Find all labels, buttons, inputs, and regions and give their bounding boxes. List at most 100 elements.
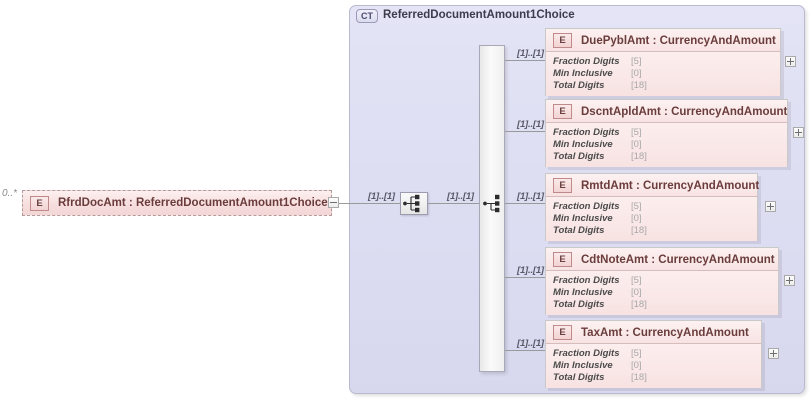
facet-value: [0] — [631, 213, 642, 224]
facet-label: Fraction Digits — [553, 127, 620, 138]
complextype-badge-icon: CT — [356, 9, 378, 23]
minus-icon — [330, 202, 337, 203]
connector-choice-to-child-4 — [505, 277, 545, 278]
element-title: TaxAmt : CurrencyAndAmount — [581, 326, 749, 339]
facet-value: [0] — [631, 139, 642, 150]
facet-label: Fraction Digits — [553, 275, 620, 286]
element-facets: Fraction Digits [5] Min Inclusive [0] To… — [546, 344, 761, 388]
facet-row: Total Digits [18] — [553, 225, 757, 236]
connector-sequence-to-choice — [428, 203, 486, 204]
root-occurrence-label: 0..* — [2, 188, 18, 199]
connector-choice-to-child-3 — [505, 203, 545, 204]
facet-label: Total Digits — [553, 372, 605, 383]
facet-label: Total Digits — [553, 151, 605, 162]
element-badge-icon: E — [553, 33, 572, 48]
complextype-title: ReferredDocumentAmount1Choice — [383, 9, 575, 21]
element-header: E RmtdAmt : CurrencyAndAmount — [546, 174, 760, 197]
facet-value: [18] — [631, 372, 647, 383]
facet-label: Fraction Digits — [553, 56, 620, 67]
facet-row: Fraction Digits [5] — [553, 275, 778, 286]
facet-row: Min Inclusive [0] — [553, 287, 778, 298]
element-facets: Fraction Digits [5] Min Inclusive [0] To… — [546, 197, 757, 241]
element-badge-icon: E — [30, 195, 49, 211]
facet-label: Total Digits — [553, 80, 605, 91]
expand-button-taxamt[interactable] — [768, 348, 779, 359]
facet-row: Fraction Digits [5] — [553, 201, 757, 212]
facet-value: [5] — [631, 201, 642, 212]
facet-label: Total Digits — [553, 225, 605, 236]
cardinality-root-to-sequence: [1]..[1] — [368, 191, 395, 202]
root-collapse-button[interactable] — [328, 197, 339, 208]
facet-row: Min Inclusive [0] — [553, 139, 787, 150]
element-facets: Fraction Digits [5] Min Inclusive [0] To… — [546, 271, 778, 315]
choice-glyph-icon — [483, 194, 500, 213]
facet-value: [5] — [631, 348, 642, 359]
facet-row: Min Inclusive [0] — [553, 360, 761, 371]
cardinality-child-3: [1]..[1] — [517, 191, 544, 202]
plus-icon — [789, 277, 790, 284]
element-box-taxamt[interactable]: E TaxAmt : CurrencyAndAmount Fraction Di… — [545, 320, 762, 388]
facet-label: Total Digits — [553, 299, 605, 310]
element-box-dscntapldamt[interactable]: E DscntApldAmt : CurrencyAndAmount Fract… — [545, 99, 788, 167]
root-element-label: RfrdDocAmt : ReferredDocumentAmount1Choi… — [58, 197, 328, 209]
facet-value: [18] — [631, 299, 647, 310]
facet-value: [0] — [631, 68, 642, 79]
facet-row: Total Digits [18] — [553, 151, 787, 162]
facet-row: Min Inclusive [0] — [553, 213, 757, 224]
facet-value: [5] — [631, 127, 642, 138]
expand-button-cdtnoteamt[interactable] — [784, 275, 795, 286]
facet-label: Min Inclusive — [553, 287, 613, 298]
choice-compositor-bar[interactable] — [479, 45, 505, 372]
element-title: DscntApldAmt : CurrencyAndAmount — [581, 105, 788, 118]
element-header: E DscntApldAmt : CurrencyAndAmount — [546, 100, 787, 123]
element-badge-icon: E — [553, 104, 572, 119]
cardinality-child-4: [1]..[1] — [517, 265, 544, 276]
sequence-glyph-icon — [403, 194, 420, 213]
cardinality-child-1: [1]..[1] — [517, 48, 544, 59]
facet-label: Min Inclusive — [553, 139, 613, 150]
plus-icon — [773, 350, 774, 357]
element-header: E DuePyblAmt : CurrencyAndAmount — [546, 29, 780, 52]
facet-value: [0] — [631, 287, 642, 298]
expand-button-rmtdamt[interactable] — [765, 201, 776, 212]
connector-root-to-sequence — [339, 203, 400, 204]
facet-row: Total Digits [18] — [553, 299, 778, 310]
plus-icon — [798, 129, 799, 136]
cardinality-child-2: [1]..[1] — [517, 119, 544, 130]
facet-label: Min Inclusive — [553, 68, 613, 79]
facet-value: [5] — [631, 56, 642, 67]
element-box-cdtnoteamt[interactable]: E CdtNoteAmt : CurrencyAndAmount Fractio… — [545, 247, 779, 315]
plus-icon — [770, 203, 771, 210]
element-title: CdtNoteAmt : CurrencyAndAmount — [581, 253, 775, 266]
expand-button-dscntapldamt[interactable] — [793, 127, 804, 138]
root-element-box[interactable]: E RfrdDocAmt : ReferredDocumentAmount1Ch… — [22, 190, 332, 216]
facet-value: [18] — [631, 151, 647, 162]
element-facets: Fraction Digits [5] Min Inclusive [0] To… — [546, 52, 780, 96]
facet-label: Fraction Digits — [553, 201, 620, 212]
plus-icon — [790, 58, 791, 65]
element-badge-icon: E — [553, 252, 572, 267]
facet-label: Min Inclusive — [553, 213, 613, 224]
sequence-compositor-icon[interactable] — [400, 192, 428, 215]
expand-button-duepyblamt[interactable] — [785, 56, 796, 67]
connector-choice-to-child-2 — [505, 131, 545, 132]
element-badge-icon: E — [553, 325, 572, 340]
element-box-duepyblamt[interactable]: E DuePyblAmt : CurrencyAndAmount Fractio… — [545, 28, 781, 96]
cardinality-sequence-to-choice: [1]..[1] — [447, 191, 474, 202]
facet-row: Min Inclusive [0] — [553, 68, 780, 79]
facet-row: Fraction Digits [5] — [553, 348, 761, 359]
element-facets: Fraction Digits [5] Min Inclusive [0] To… — [546, 123, 787, 167]
facet-value: [18] — [631, 225, 647, 236]
facet-row: Total Digits [18] — [553, 80, 780, 91]
facet-value: [5] — [631, 275, 642, 286]
facet-value: [0] — [631, 360, 642, 371]
element-header: E CdtNoteAmt : CurrencyAndAmount — [546, 248, 778, 271]
element-title: RmtdAmt : CurrencyAndAmount — [581, 179, 760, 192]
element-title: DuePyblAmt : CurrencyAndAmount — [581, 34, 776, 47]
facet-row: Total Digits [18] — [553, 372, 761, 383]
connector-choice-to-child-1 — [505, 60, 545, 61]
facet-value: [18] — [631, 80, 647, 91]
element-box-rmtdamt[interactable]: E RmtdAmt : CurrencyAndAmount Fraction D… — [545, 173, 760, 241]
element-badge-icon: E — [553, 178, 572, 193]
